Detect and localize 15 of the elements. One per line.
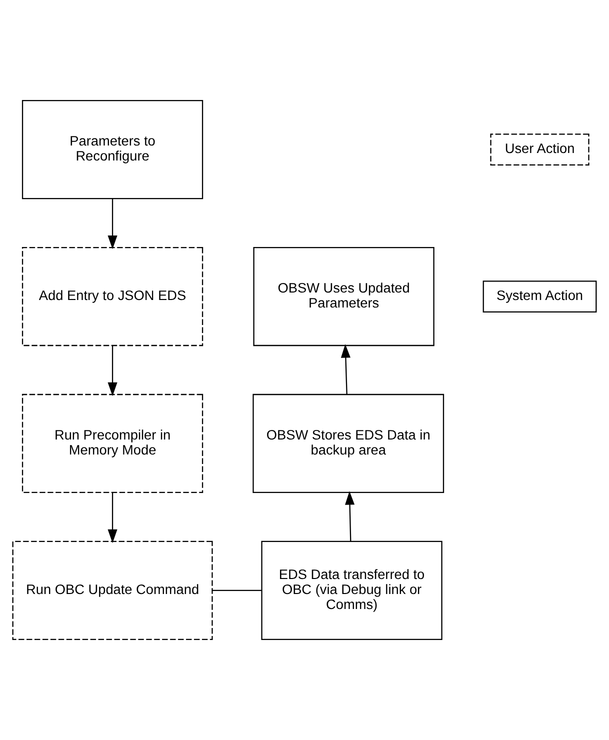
arrow [340,344,350,394]
node-box: Run Precompiler in Memory Mode [22,394,204,494]
node-box: OBSW Uses Updated Parameters [253,246,434,346]
legend-label: System Action [496,288,584,304]
node-box: OBSW Stores EDS Data in backup area [252,394,444,494]
node-box: Parameters to Reconfigure [22,100,204,200]
arrow [345,491,355,542]
arrow [108,198,118,250]
arrow [108,492,118,544]
connector [212,590,262,592]
arrow [108,346,118,396]
node-box: Run OBC Update Command [12,540,213,640]
node-box: Add Entry to JSON EDS [22,246,204,346]
node-box: EDS Data transferred to OBC (via Debug link or Comms) [261,540,442,640]
legend-label: User Action [504,141,575,156]
